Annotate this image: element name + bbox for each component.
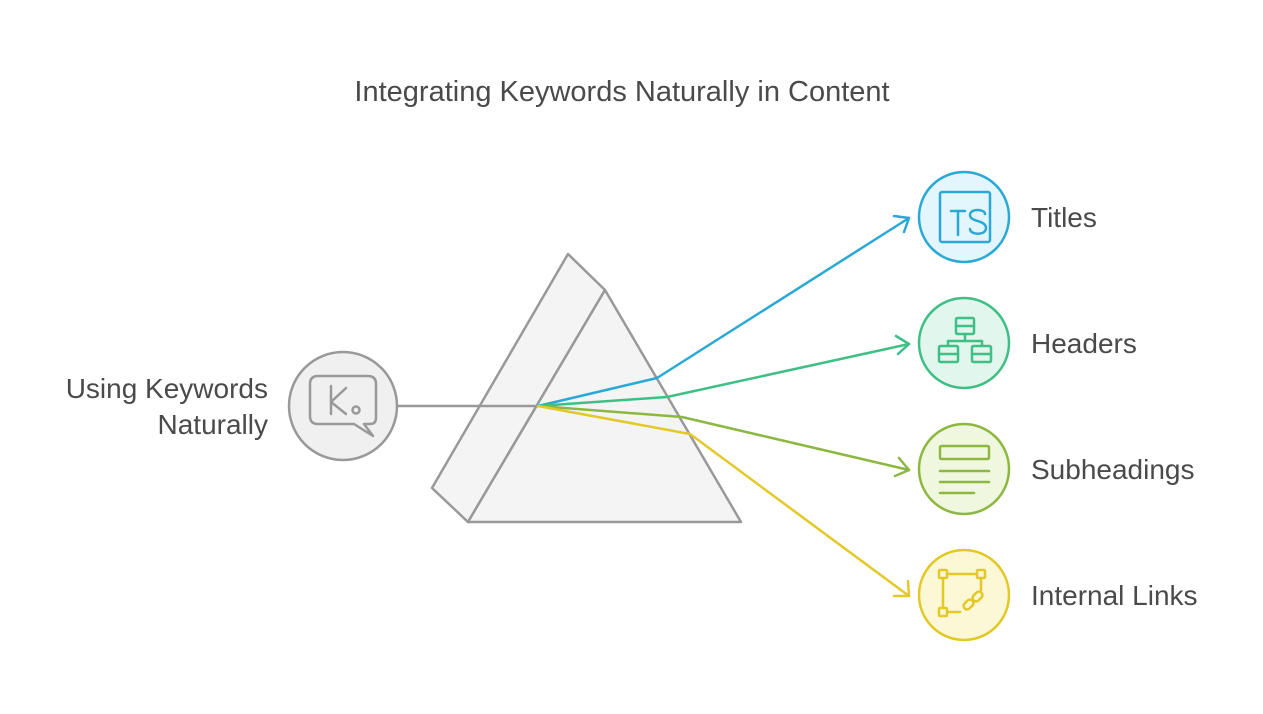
source-label-line2: Naturally (158, 409, 268, 440)
output-node-headers (917, 296, 1011, 390)
beam-titles (536, 214, 911, 408)
prism (430, 252, 743, 524)
titles-circle (917, 170, 1011, 264)
beam-subheadings (536, 404, 911, 478)
source-circle (287, 350, 399, 462)
text-lines-icon (938, 444, 991, 495)
internal-links-circle (917, 548, 1011, 642)
internal-links-label: Internal Links (1031, 580, 1198, 611)
keyword-k-chat-icon (308, 374, 378, 438)
headers-label: Headers (1031, 328, 1137, 359)
output-node-internal-links (917, 548, 1011, 642)
beam-headers (536, 334, 911, 408)
diagram-title: Integrating Keywords Naturally in Conten… (354, 76, 889, 108)
headers-circle (917, 296, 1011, 390)
source-label-line1: Using Keywords (66, 373, 268, 404)
link-nodes-icon (937, 568, 987, 618)
output-beams (536, 214, 911, 598)
ts-title-icon (938, 190, 992, 244)
beam-internal-links (536, 404, 911, 598)
output-node-titles (917, 170, 1011, 264)
subheadings-circle (917, 422, 1011, 516)
output-node-subheadings (917, 422, 1011, 516)
hierarchy-icon (937, 316, 993, 364)
source-node (287, 350, 399, 462)
titles-label: Titles (1031, 202, 1097, 233)
subheadings-label: Subheadings (1031, 454, 1194, 485)
